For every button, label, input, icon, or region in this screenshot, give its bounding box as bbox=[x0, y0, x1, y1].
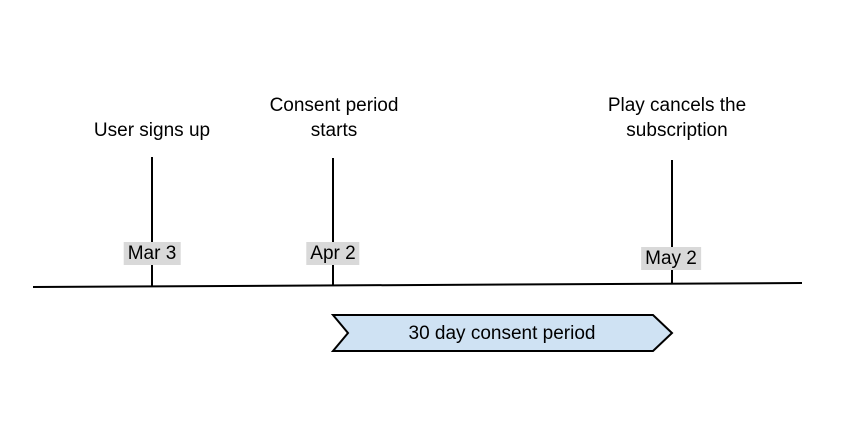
timeline-axis bbox=[32, 282, 803, 288]
event-label-consent-period-starts: Consent period starts bbox=[269, 95, 399, 141]
event-label-play-cancels-subscription: Play cancels the subscription bbox=[607, 95, 747, 141]
consent-period-arrow-label: 30 day consent period bbox=[408, 323, 596, 344]
consent-period-arrow bbox=[330, 314, 674, 352]
event-label-user-signs-up: User signs up bbox=[93, 120, 211, 141]
date-badge-apr-2: Apr 2 bbox=[306, 242, 360, 265]
date-badge-mar-3: Mar 3 bbox=[123, 242, 181, 265]
date-badge-may-2: May 2 bbox=[641, 247, 701, 270]
